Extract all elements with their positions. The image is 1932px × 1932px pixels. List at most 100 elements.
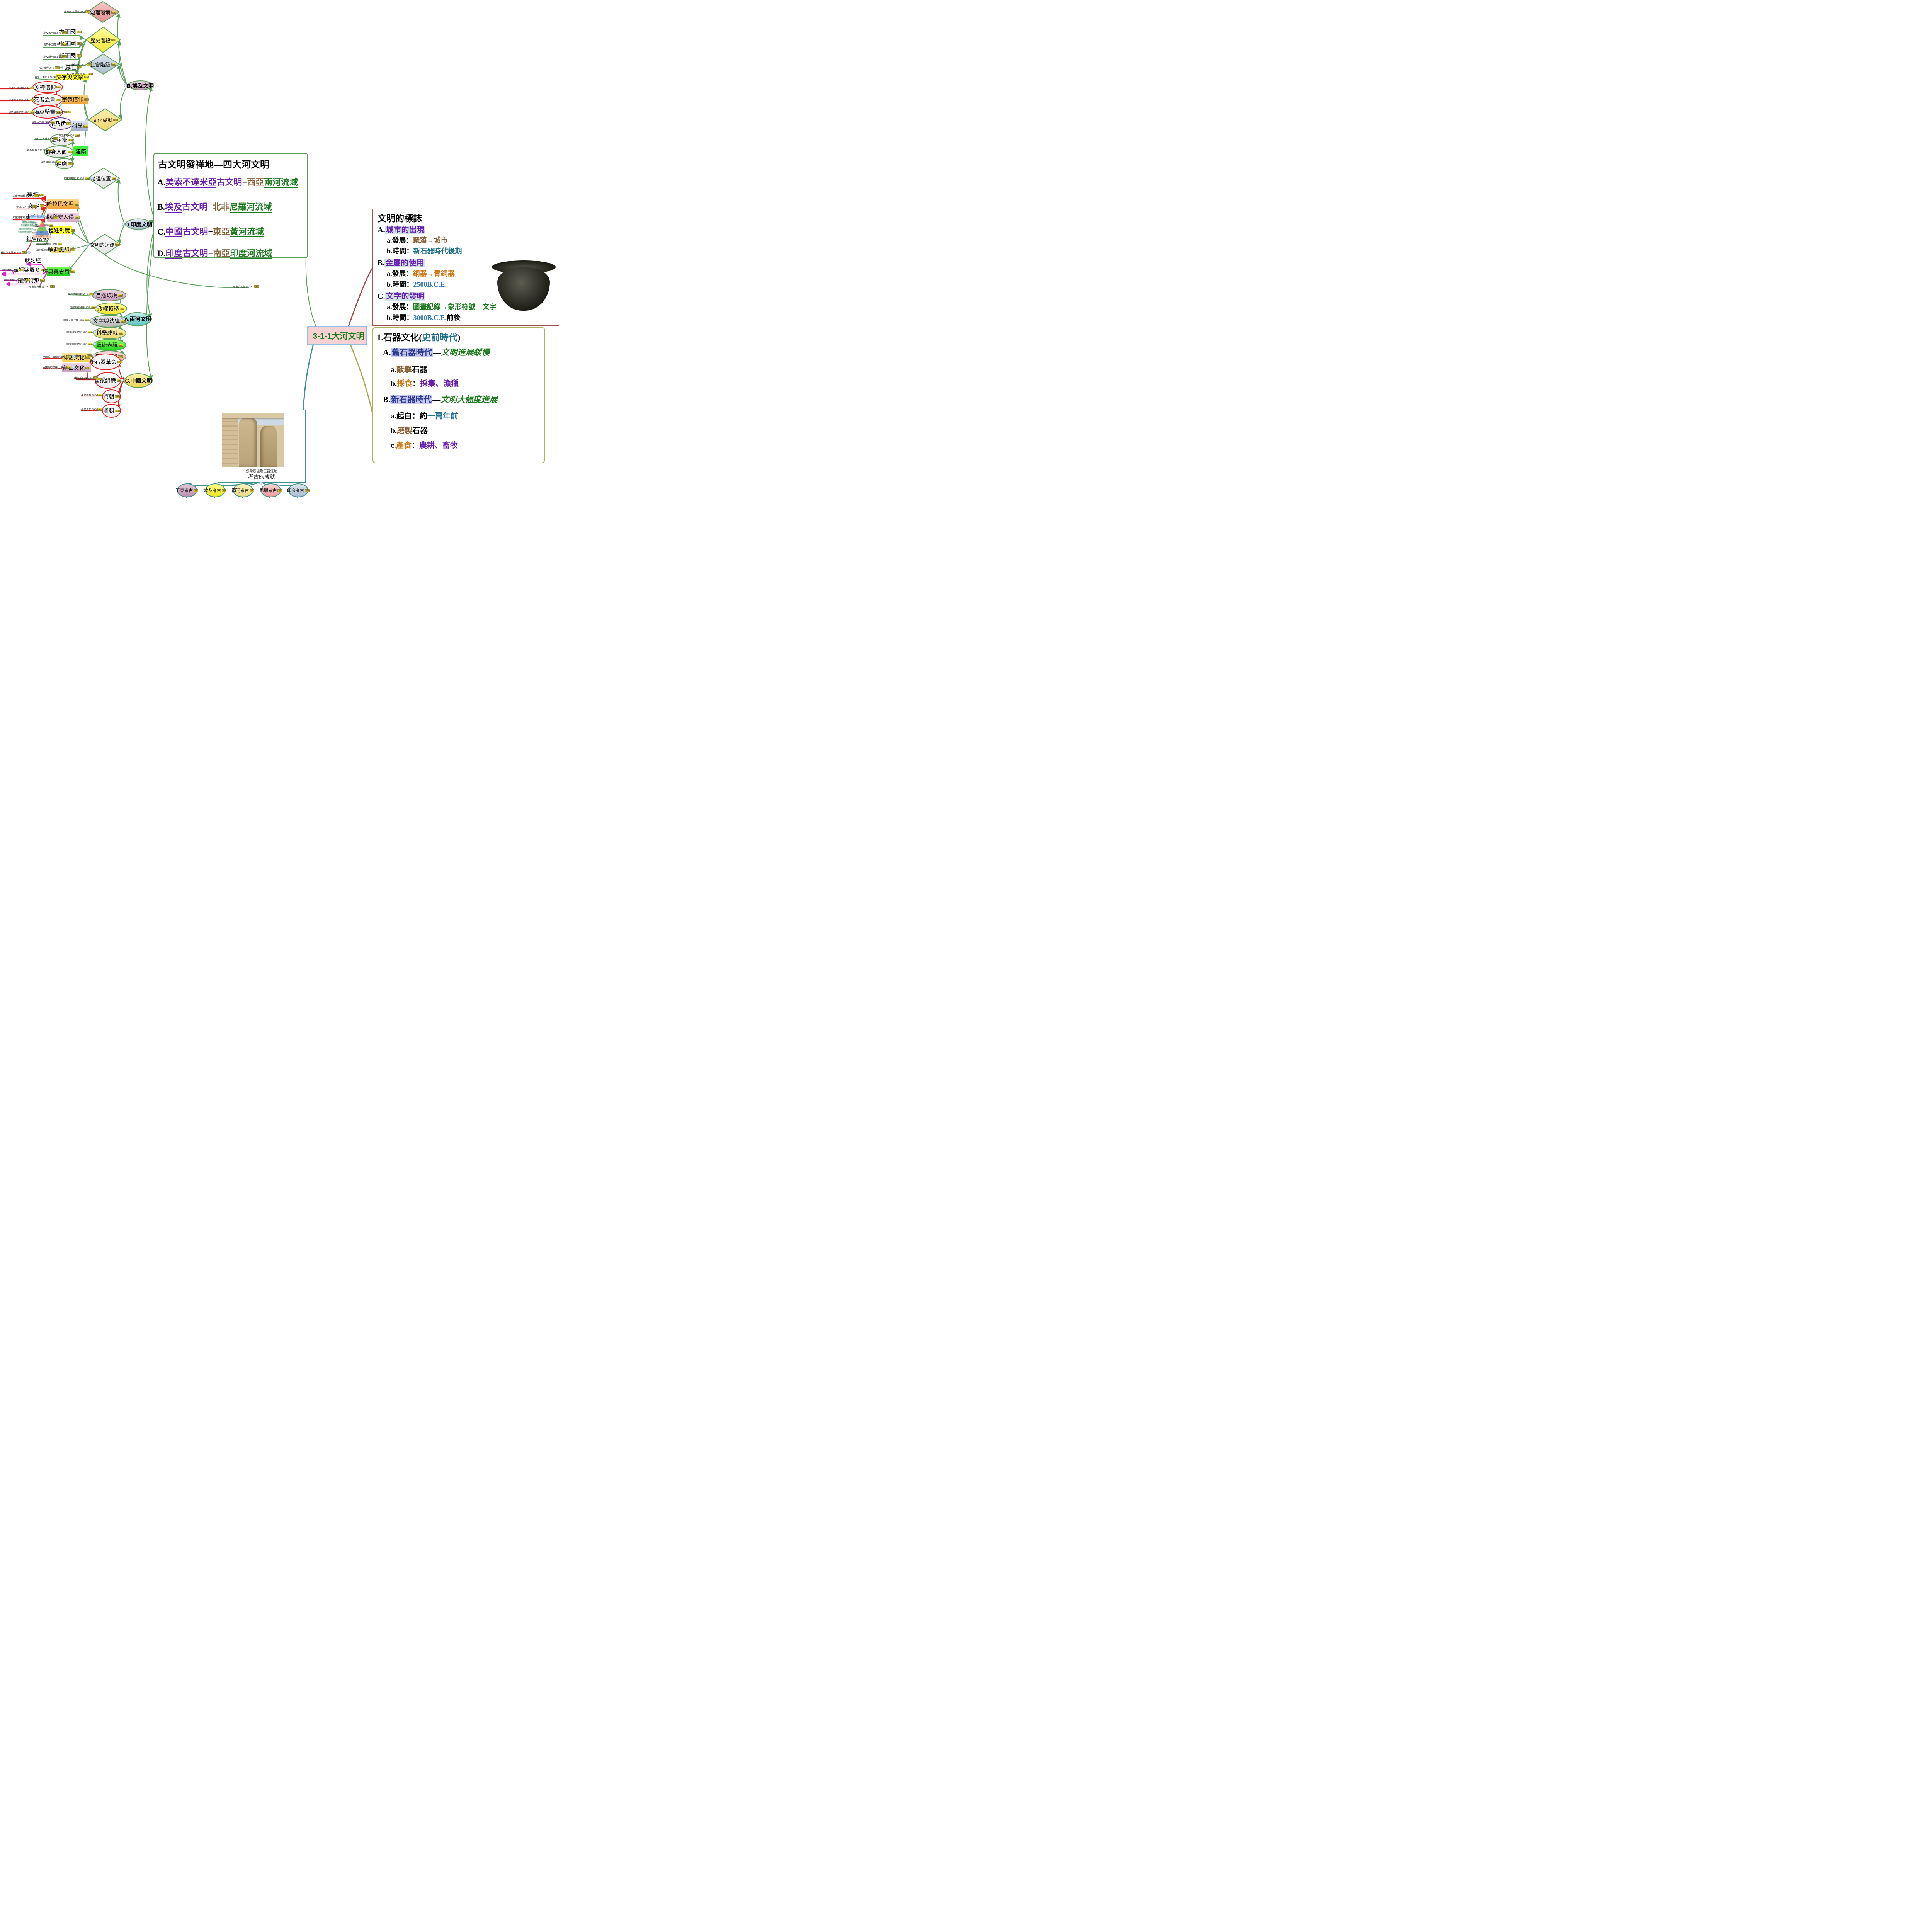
collapse-icon[interactable]: − [67,43,71,46]
collapse-icon[interactable]: − [120,317,123,320]
collapse-icon[interactable]: − [259,482,262,485]
collapse-icon[interactable]: − [67,31,71,34]
collapse-icon[interactable]: − [67,55,71,58]
collapse-icon[interactable]: − [90,177,94,180]
stone-age-box[interactable]: 1.石器文化(史前時代) A.舊石器時代—文明進展緩慢 a.敲擊石器 b.採食：… [372,327,545,463]
branch-meso[interactable]: A.兩河文明 [124,316,151,322]
branch-china[interactable]: C.中國文明 [125,377,152,384]
collapse-icon[interactable]: − [102,377,106,380]
collapse-icon[interactable]: − [93,342,97,345]
collapse-icon[interactable]: − [122,223,125,226]
collapse-icon[interactable]: − [96,306,100,309]
collapse-icon[interactable]: − [60,66,64,69]
collapse-icon[interactable]: − [87,243,90,246]
collapse-icon[interactable]: − [71,366,75,369]
collapse-icon[interactable]: − [62,248,66,251]
center-topic-box[interactable]: 古文明發祥地—四大河文明 A.美索不達米亞古文明−西亞兩河流域 B.埃及古文明−… [153,153,308,259]
collapse-icon[interactable]: − [121,379,124,382]
collapse-icon[interactable]: − [103,393,106,396]
civilization-marks-box[interactable]: 文明的標誌 A.城市的出現 a.發展：聚落→城市 b.時間：新石器時代後期 B.… [372,209,559,326]
node-archaeology[interactable]: 考古的成就 [248,474,275,480]
collapse-icon[interactable]: − [93,330,97,333]
collapse-icon[interactable]: − [85,118,88,121]
branch-india[interactable]: D.印度文明 [125,221,152,228]
collapse-icon[interactable]: − [103,408,106,411]
collapse-icon[interactable]: − [94,292,98,295]
collapse-icon[interactable]: − [92,354,96,357]
collapse-icon[interactable]: − [27,251,31,254]
archaeology-node-box[interactable]: 波斯波里斯王宮遺址 考古的成就 [218,410,306,483]
node-egypt-architecture[interactable]: 建築 [73,146,88,156]
node-india-veda[interactable]: 吠陀經 [25,257,41,264]
root-topic[interactable]: 3-1-1大河文明 [307,326,367,345]
collapse-icon[interactable]: − [91,10,94,13]
collapse-icon[interactable]: − [71,355,75,358]
collapse-icon[interactable]: − [124,84,127,87]
branch-egypt[interactable]: B.埃及文明 [127,82,154,89]
